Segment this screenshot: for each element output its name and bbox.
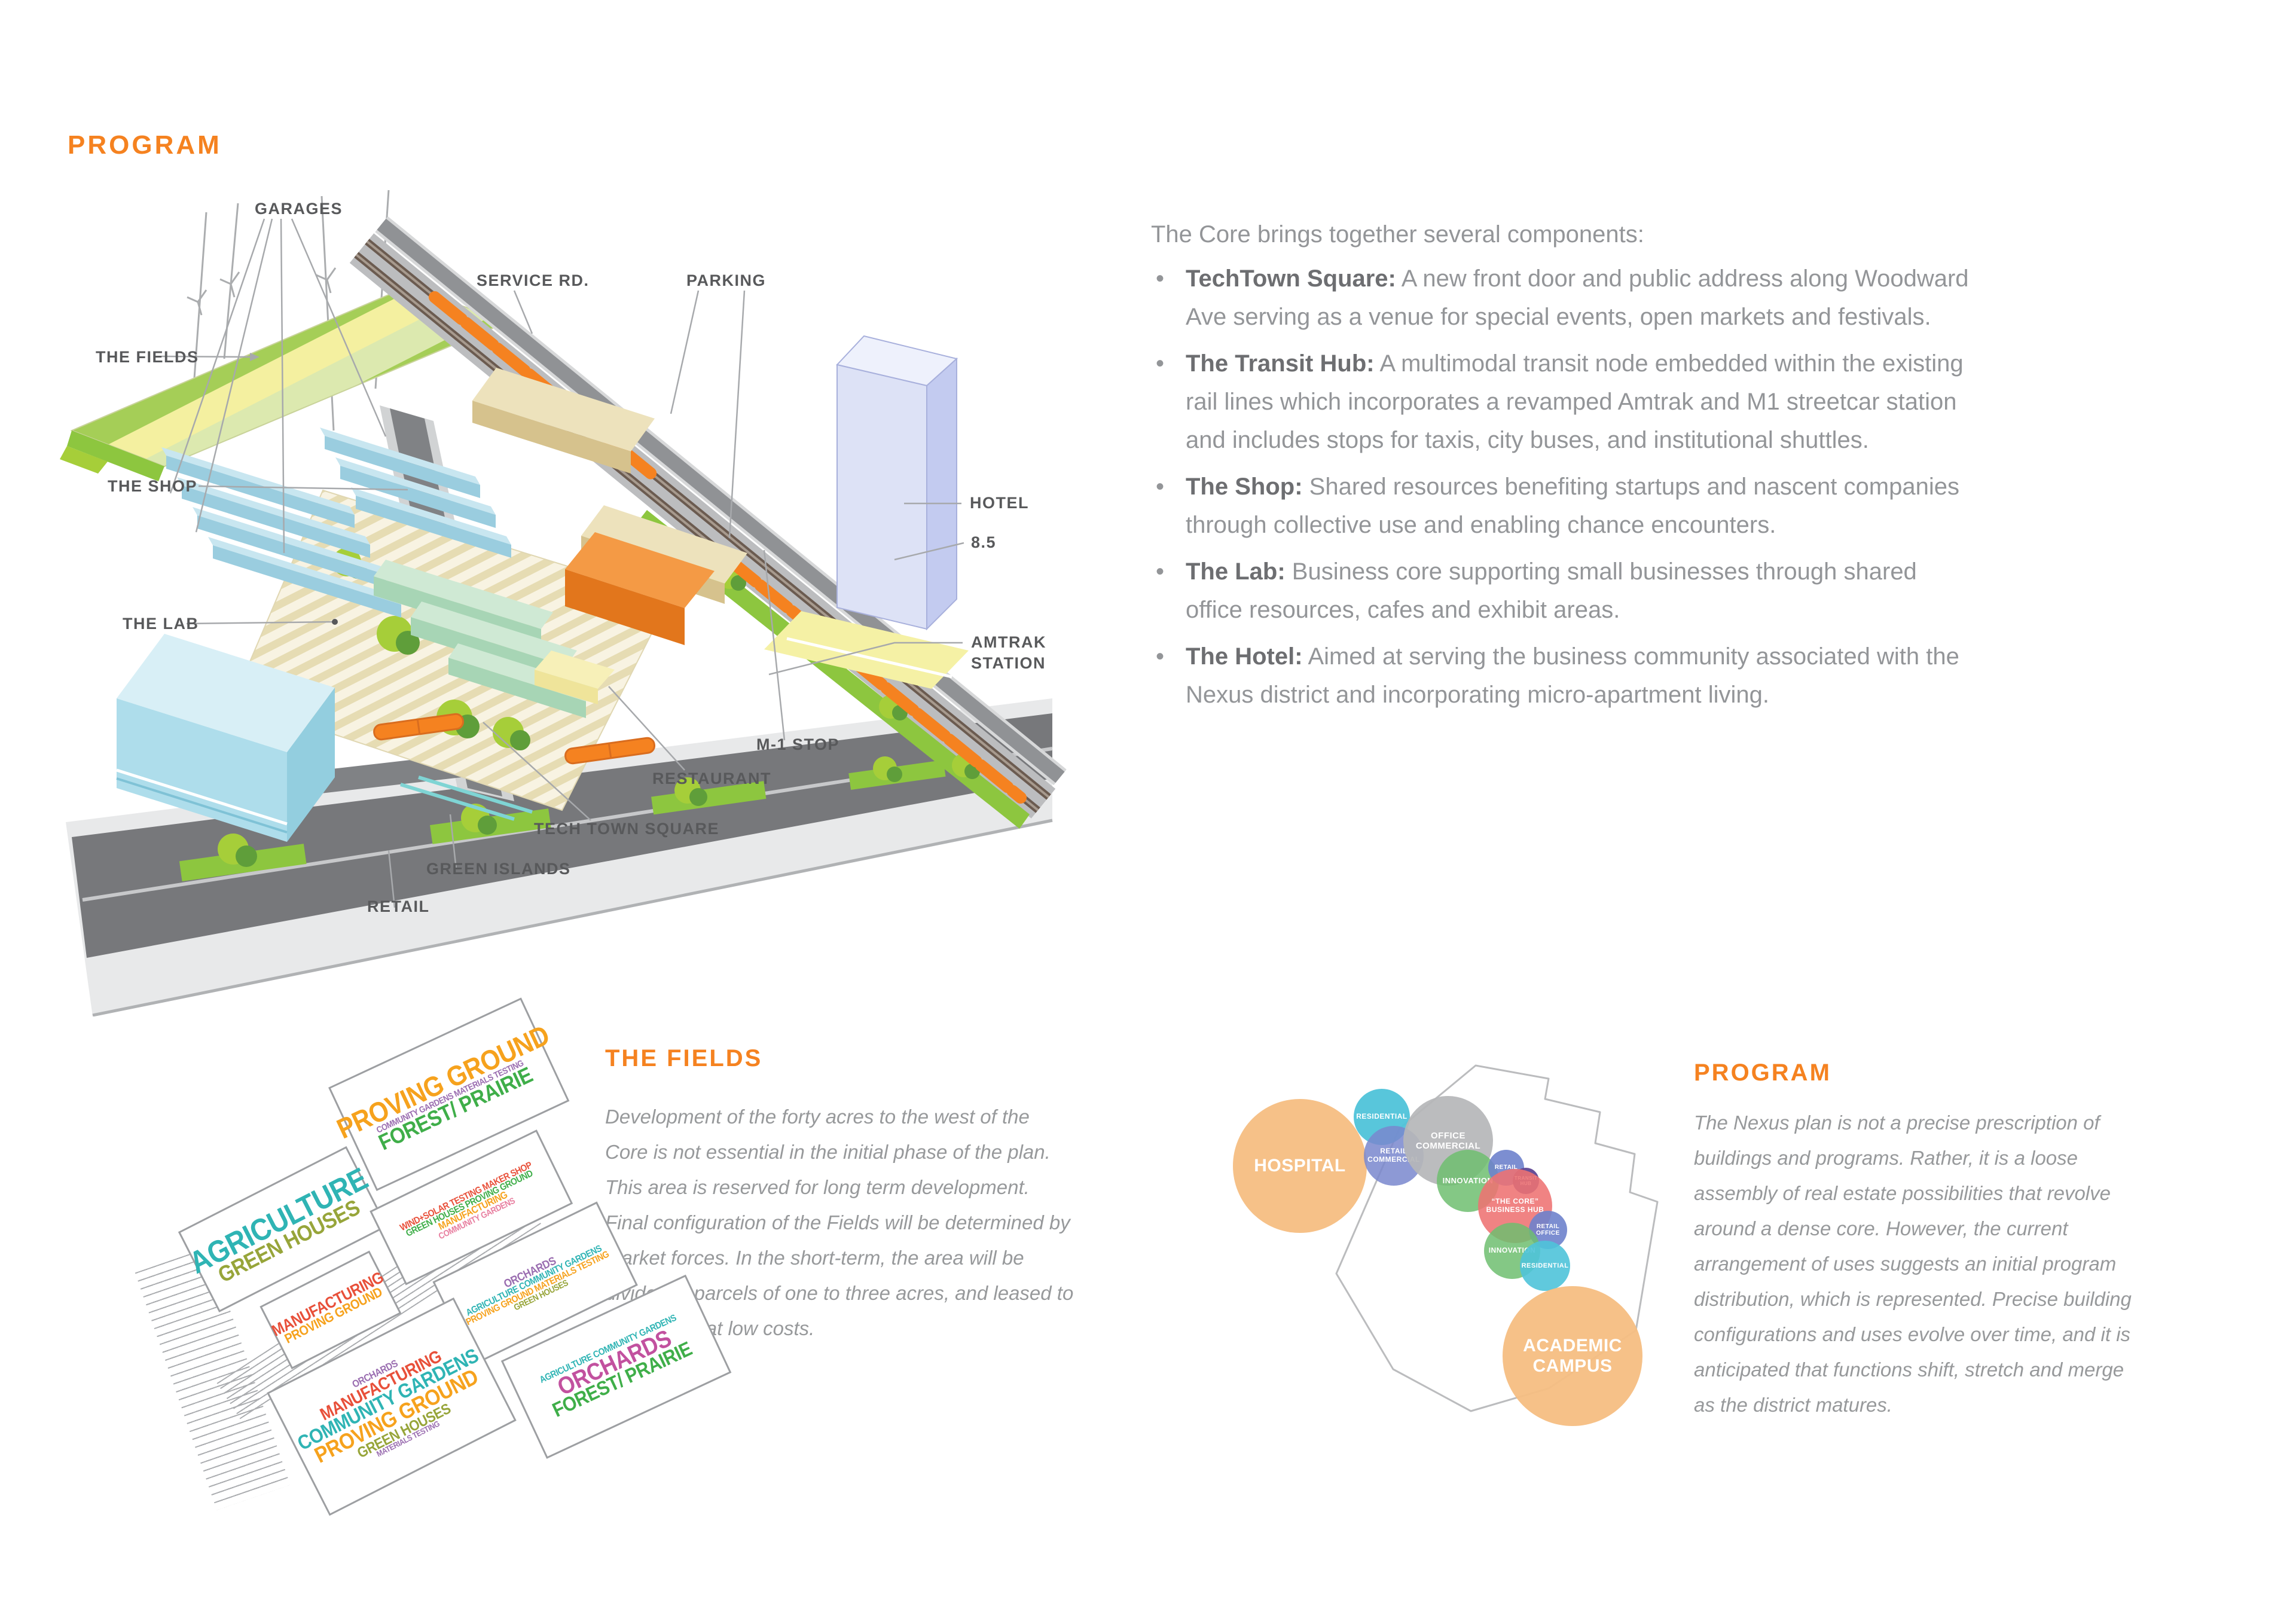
label-garages: GARAGES xyxy=(255,200,343,218)
label-amtrak-2: STATION xyxy=(971,654,1046,672)
bullet-the-hotel: The Hotel: Aimed at serving the business… xyxy=(1151,637,1971,714)
label-tech-town-square: TECH TOWN SQUARE xyxy=(534,820,719,838)
axonometric-site-diagram: GARAGES SERVICE RD. PARKING THE FIELDS T… xyxy=(60,190,1067,1016)
green-islands-medians xyxy=(179,756,946,882)
lab-leader-dot xyxy=(332,619,338,625)
bullet-transit-hub: The Transit Hub: A multimodal transit no… xyxy=(1151,344,1971,459)
label-hotel: HOTEL xyxy=(970,494,1029,512)
bullet-the-lab: The Lab: Business core supporting small … xyxy=(1151,552,1971,629)
page-title: PROGRAM xyxy=(68,130,222,160)
lab-building xyxy=(116,634,335,842)
blue-building-rows xyxy=(161,428,511,618)
core-bullet-list: TechTown Square: A new front door and pu… xyxy=(1151,259,1971,714)
label-the-lab: THE LAB xyxy=(123,615,199,633)
streetcar-icon xyxy=(373,713,656,765)
label-restaurant: RESTAURANT xyxy=(652,770,771,787)
hotel-tower xyxy=(836,335,958,631)
label-the-shop: THE SHOP xyxy=(108,477,197,495)
leader-lines xyxy=(161,218,964,908)
core-intro: The Core brings together several compone… xyxy=(1151,221,1644,248)
core-components-text: The Core brings together several compone… xyxy=(1151,215,1971,722)
label-the-fields: THE FIELDS xyxy=(96,348,199,366)
label-m1-stop: M-1 STOP xyxy=(756,735,839,753)
label-floors: 8.5 xyxy=(971,533,996,551)
bullet-techtown-square: TechTown Square: A new front door and pu… xyxy=(1151,259,1971,336)
label-amtrak-1: AMTRAK xyxy=(971,633,1046,651)
label-service-rd: SERVICE RD. xyxy=(477,271,590,289)
fields-section-heading: THE FIELDS xyxy=(605,1045,763,1071)
fields-arrowhead-icon xyxy=(250,353,259,361)
program-section-heading: PROGRAM xyxy=(1694,1060,1831,1086)
label-parking: PARKING xyxy=(686,271,766,289)
program-section-body: The Nexus plan is not a precise prescrip… xyxy=(1694,1112,2132,1416)
bubble-academic-campus: ACADEMIC CAMPUS xyxy=(1503,1286,1642,1426)
label-retail: RETAIL xyxy=(367,897,430,915)
bubble-hospital: HOSPITAL xyxy=(1233,1099,1367,1233)
site-boundary-outline xyxy=(1335,1064,1659,1412)
label-green-islands: GREEN ISLANDS xyxy=(426,860,571,878)
bubble-residential-lower: RESIDENTIAL xyxy=(1520,1241,1570,1291)
transit-hub-building xyxy=(565,532,715,645)
restaurant-building xyxy=(535,651,615,704)
bullet-the-shop: The Shop: Shared resources benefiting st… xyxy=(1151,468,1971,544)
tree-icon xyxy=(218,756,902,867)
